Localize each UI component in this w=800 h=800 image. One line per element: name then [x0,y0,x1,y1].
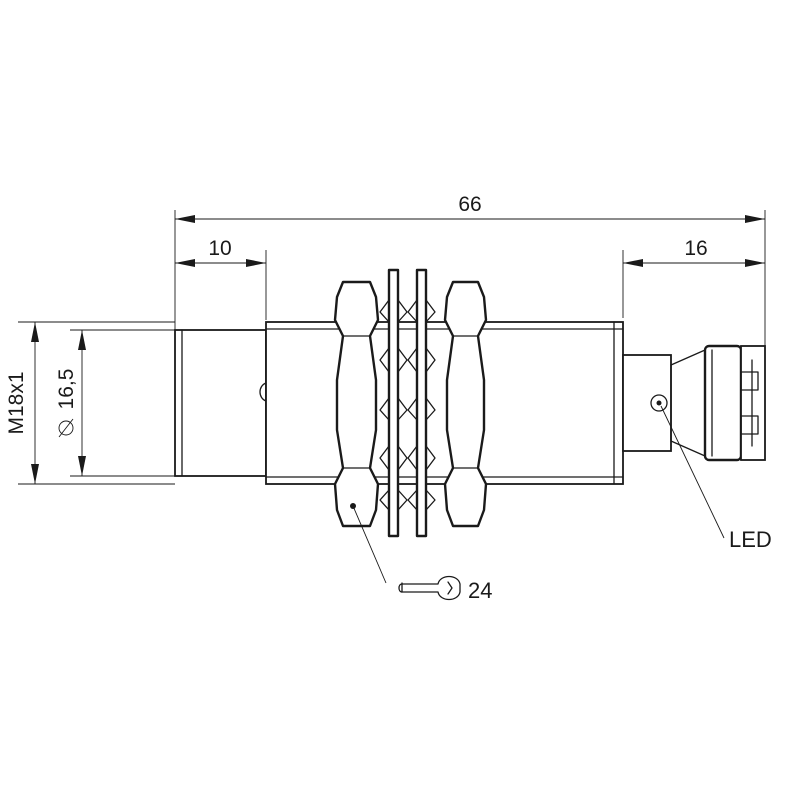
hex-nut-right [443,280,488,528]
dimension-overall-length: 66 [175,193,765,223]
hex-nut-left [333,280,380,528]
dimension-front-section: 10 [175,237,266,267]
diameter-icon [58,418,74,438]
wrench-size-label: 24 [468,578,492,603]
sensor-front-face [174,329,267,477]
dimension-diameter-label: 16,5 [55,369,78,410]
lock-washer-right [407,268,436,538]
connector-plug [703,344,766,462]
wrench-callout: 24 [350,503,492,603]
dimension-diameter: 16,5 [55,330,86,476]
dimension-thread: M18x1 [5,322,39,484]
wrench-icon [398,575,461,601]
extension-lines [18,210,766,485]
sensor-rear-neck [622,349,706,457]
dimension-connector-length: 16 [623,237,765,267]
dimension-front-section-label: 10 [208,237,231,260]
dimension-overall-length-label: 66 [458,193,481,216]
led-callout: LED [660,405,772,552]
sensor-threaded-body [265,321,624,485]
dimension-connector-length-label: 16 [684,237,707,260]
dimension-thread-label: M18x1 [5,371,28,434]
lock-washer-left [379,268,408,538]
led-label: LED [729,527,772,552]
led-indicator [650,394,668,412]
